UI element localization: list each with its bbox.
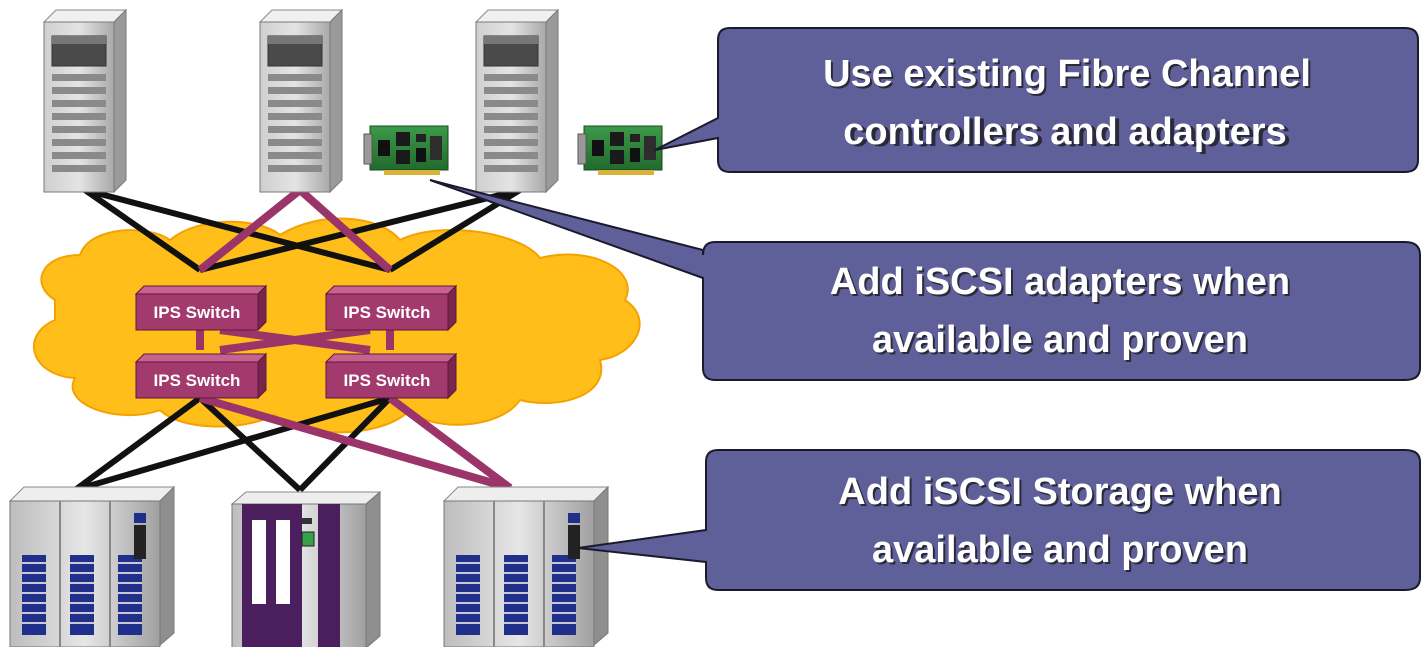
ips-switch-bottom-right: IPS Switch (324, 352, 458, 400)
iscsi-links (196, 186, 513, 492)
switch-label: IPS Switch (344, 371, 431, 390)
callout-text-line2: available and proven (872, 319, 1248, 361)
callout-shadow-line2: controllers and adapters (847, 113, 1290, 155)
callout-shadow-line1: Add iSCSI adapters when (832, 263, 1292, 305)
callout-shadow-line2: available and proven (874, 531, 1250, 573)
callout-shadow-line1: Add iSCSI Storage when (840, 473, 1283, 515)
switch-label: IPS Switch (154, 371, 241, 390)
server-2 (258, 8, 344, 194)
ips-switch-top-right: IPS Switch (324, 284, 458, 332)
tape-library (230, 490, 382, 647)
callout-fibre-channel: Use existing Fibre Channel Use existing … (654, 27, 1419, 173)
iscsi-adapter-card (577, 125, 663, 175)
callout-iscsi-adapters: Add iSCSI adapters when Add iSCSI adapte… (429, 179, 1421, 381)
callout-iscsi-storage: Add iSCSI Storage when Add iSCSI Storage… (577, 449, 1421, 591)
callout-text-line1: Use existing Fibre Channel (823, 53, 1311, 95)
switch-label: IPS Switch (344, 303, 431, 322)
switch-label: IPS Switch (154, 303, 241, 322)
callout-text-line1: Add iSCSI Storage when (838, 471, 1281, 513)
fibre-channel-adapter-card (363, 125, 449, 175)
storage-array-left (8, 485, 176, 647)
callout-shadow-line2: available and proven (874, 321, 1250, 363)
server-1 (42, 8, 128, 194)
callout-shadow-line1: Use existing Fibre Channel (825, 55, 1313, 97)
callout-text-line2: available and proven (872, 529, 1248, 571)
server-3 (474, 8, 560, 194)
iscsi-storage-array (442, 485, 610, 647)
ips-switch-top-left: IPS Switch (134, 284, 268, 332)
callout-text-line2: controllers and adapters (843, 111, 1286, 153)
callout-text-line1: Add iSCSI adapters when (830, 261, 1290, 303)
ips-switch-bottom-left: IPS Switch (134, 352, 268, 400)
